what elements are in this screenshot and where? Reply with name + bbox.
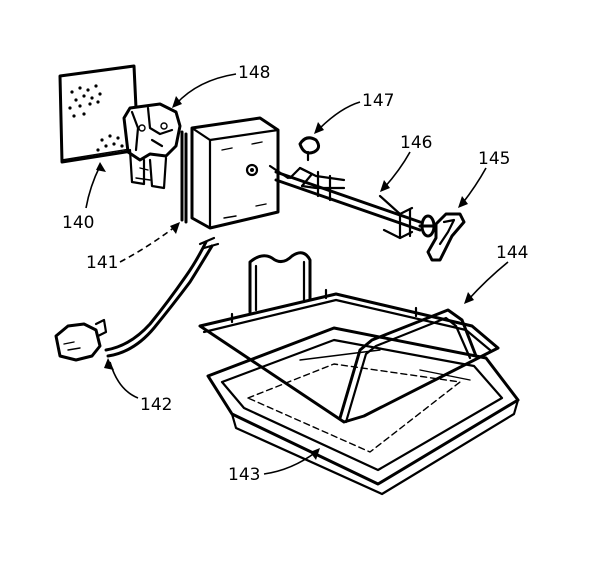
label-142: 142	[140, 395, 172, 415]
callout-142: 142	[104, 358, 172, 415]
label-141: 141	[86, 253, 118, 273]
callout-148: 148	[172, 63, 270, 108]
callout-140: 140	[62, 162, 106, 233]
part-142-power-cord	[54, 236, 220, 362]
label-146: 146	[400, 133, 432, 153]
part-147-thumb-screw	[298, 136, 321, 162]
label-144: 144	[496, 243, 528, 263]
callout-141: 141	[86, 222, 180, 273]
callout-145: 145	[458, 149, 510, 208]
part-148-bracket	[122, 102, 182, 190]
label-148: 148	[238, 63, 270, 83]
label-147: 147	[362, 91, 394, 111]
callout-143: 143	[228, 448, 320, 485]
part-144-rack	[198, 251, 500, 424]
label-143: 143	[228, 465, 260, 485]
part-146-spit-rod	[274, 166, 422, 240]
callout-144: 144	[464, 243, 528, 304]
part-145-handle	[418, 212, 466, 262]
label-145: 145	[478, 149, 510, 169]
callout-146: 146	[380, 133, 432, 192]
label-140: 140	[62, 213, 94, 233]
part-141-motor	[180, 116, 290, 230]
callout-147: 147	[314, 91, 394, 134]
